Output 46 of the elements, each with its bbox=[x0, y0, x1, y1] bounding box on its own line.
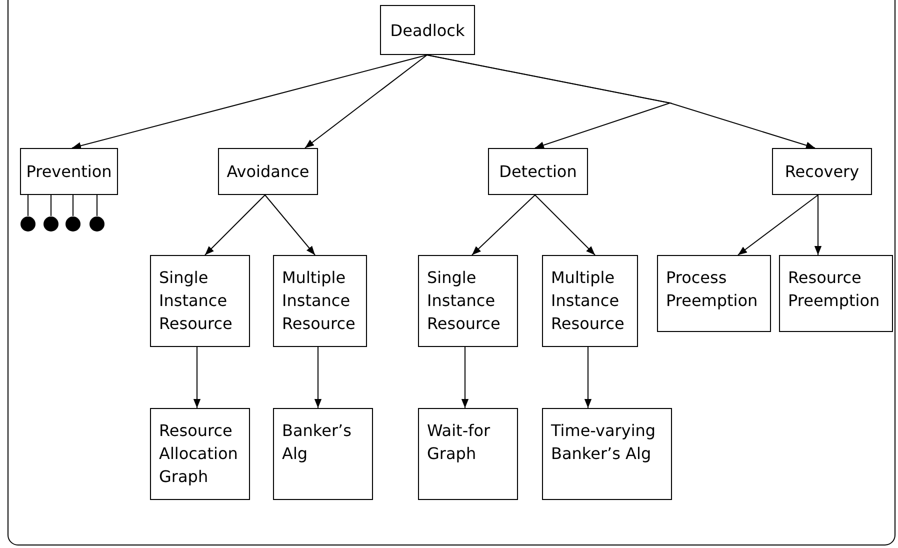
concept-box bbox=[150, 408, 250, 500]
category-box bbox=[20, 148, 118, 195]
box-label: Resource Allocation Graph bbox=[159, 420, 239, 488]
arrow bbox=[314, 346, 322, 408]
box-label: Process Preemption bbox=[666, 267, 759, 312]
box-label: Prevention bbox=[26, 161, 112, 183]
arrow bbox=[204, 194, 266, 256]
concept-box bbox=[779, 255, 893, 332]
concept-box bbox=[273, 408, 373, 500]
box-label: Single Instance Resource bbox=[159, 267, 234, 335]
box-label: Banker’s Alg bbox=[282, 420, 352, 465]
arrow bbox=[738, 194, 818, 256]
arrow bbox=[193, 346, 201, 408]
concept-box bbox=[273, 255, 367, 347]
box-label: Detection bbox=[499, 161, 577, 183]
arrow bbox=[72, 54, 428, 150]
box-label: Single Instance Resource bbox=[427, 267, 502, 335]
concept-box bbox=[542, 408, 672, 500]
connector-line bbox=[50, 194, 52, 216]
arrow bbox=[814, 194, 822, 256]
concept-box bbox=[657, 255, 771, 332]
concept-box bbox=[150, 255, 250, 347]
box-label: Resource Preemption bbox=[788, 267, 881, 312]
connector-line bbox=[96, 194, 98, 216]
box-label: Avoidance bbox=[226, 161, 310, 183]
box-label: Deadlock bbox=[390, 20, 465, 42]
concept-box bbox=[418, 255, 518, 347]
category-box bbox=[380, 5, 475, 55]
arrow bbox=[534, 194, 596, 256]
arrow bbox=[426, 54, 816, 149]
box-label: Multiple Instance Resource bbox=[551, 267, 626, 335]
connector-line bbox=[72, 194, 74, 216]
category-box bbox=[218, 148, 318, 195]
box-label: Wait-for Graph bbox=[427, 420, 492, 465]
concept-box bbox=[418, 408, 518, 500]
arrow bbox=[461, 346, 469, 408]
arrow bbox=[472, 194, 536, 256]
category-box bbox=[488, 148, 588, 195]
arrow bbox=[584, 346, 592, 408]
arrow bbox=[304, 54, 428, 148]
arrow bbox=[264, 194, 316, 256]
box-label: Multiple Instance Resource bbox=[282, 267, 356, 335]
box-label: Time-varying Banker’s Alg bbox=[551, 420, 657, 465]
category-box bbox=[772, 148, 872, 195]
box-label: Recovery bbox=[784, 161, 860, 183]
concept-box bbox=[542, 255, 638, 347]
